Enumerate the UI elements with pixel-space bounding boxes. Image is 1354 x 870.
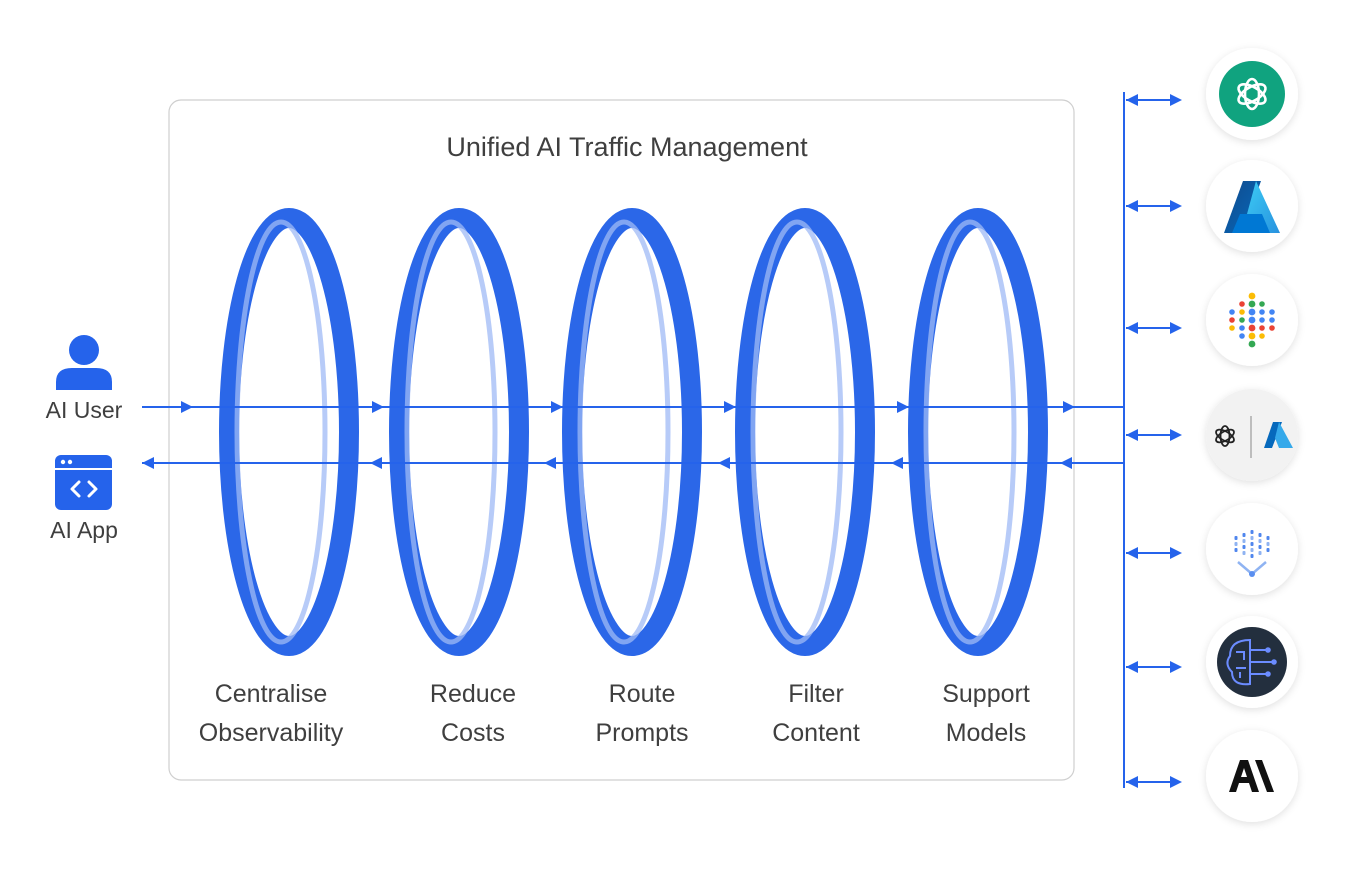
anthropic-logo-icon[interactable] (1206, 730, 1298, 822)
provider-connector (1126, 429, 1182, 441)
provider-connector (1126, 661, 1182, 673)
management-panel (168, 99, 1075, 781)
stage-label-line2: Content (772, 719, 860, 747)
vertex-ai-logo-icon[interactable] (1206, 503, 1298, 595)
user-icon (56, 335, 112, 390)
ai-user-actor: AI User (46, 335, 123, 423)
stage-label-line1: Support (942, 680, 1030, 708)
response-arrowhead (544, 457, 556, 469)
provider-connector (1126, 547, 1182, 559)
stage-label-line2: Models (946, 719, 1027, 747)
response-arrowhead (142, 457, 154, 469)
request-arrowhead (181, 401, 193, 413)
request-arrowhead (372, 401, 384, 413)
request-arrowhead (1063, 401, 1075, 413)
flow-lines (142, 406, 1124, 464)
code-window-icon (55, 455, 112, 510)
request-arrowhead (551, 401, 563, 413)
stage-label-line2: Prompts (595, 719, 688, 747)
azure-logo-icon[interactable] (1206, 160, 1298, 252)
provider-connector (1126, 94, 1182, 106)
request-arrowhead (724, 401, 736, 413)
stage-label-line2: Observability (199, 719, 344, 747)
stage-ring-3 (562, 208, 702, 656)
ai-user-label: AI User (46, 397, 123, 423)
provider-connector (1126, 200, 1182, 212)
google-gemini-dots-icon[interactable] (1206, 274, 1298, 366)
stage-ring-1 (219, 208, 359, 656)
provider-list (1206, 48, 1298, 822)
stage-label-line1: Reduce (430, 680, 516, 708)
stage-label-line2: Costs (441, 719, 505, 747)
flow-arrowheads (142, 401, 1075, 469)
response-arrowhead (1060, 457, 1072, 469)
stage-ring-5 (908, 208, 1048, 656)
response-arrowhead (891, 457, 903, 469)
provider-connector (1126, 322, 1182, 334)
stage-label-line1: Route (609, 680, 676, 708)
stage-ring-4 (735, 208, 875, 656)
ai-app-actor: AI App (50, 455, 118, 543)
stage-rings (219, 208, 1048, 656)
response-arrowhead (718, 457, 730, 469)
request-arrowhead (897, 401, 909, 413)
stage-label-line1: Centralise (215, 680, 328, 708)
ai-app-label: AI App (50, 517, 118, 543)
provider-connector (1126, 776, 1182, 788)
openai-logo-icon[interactable] (1206, 48, 1298, 140)
stage-label-line1: Filter (788, 680, 844, 708)
provider-connectors (1126, 94, 1182, 788)
response-arrowhead (370, 457, 382, 469)
stage-ring-2 (389, 208, 529, 656)
azure-openai-logo-icon[interactable] (1206, 389, 1298, 481)
bedrock-brain-logo-icon[interactable] (1206, 616, 1298, 708)
provider-bus (1123, 92, 1182, 788)
panel-title: Unified AI Traffic Management (446, 132, 808, 162)
